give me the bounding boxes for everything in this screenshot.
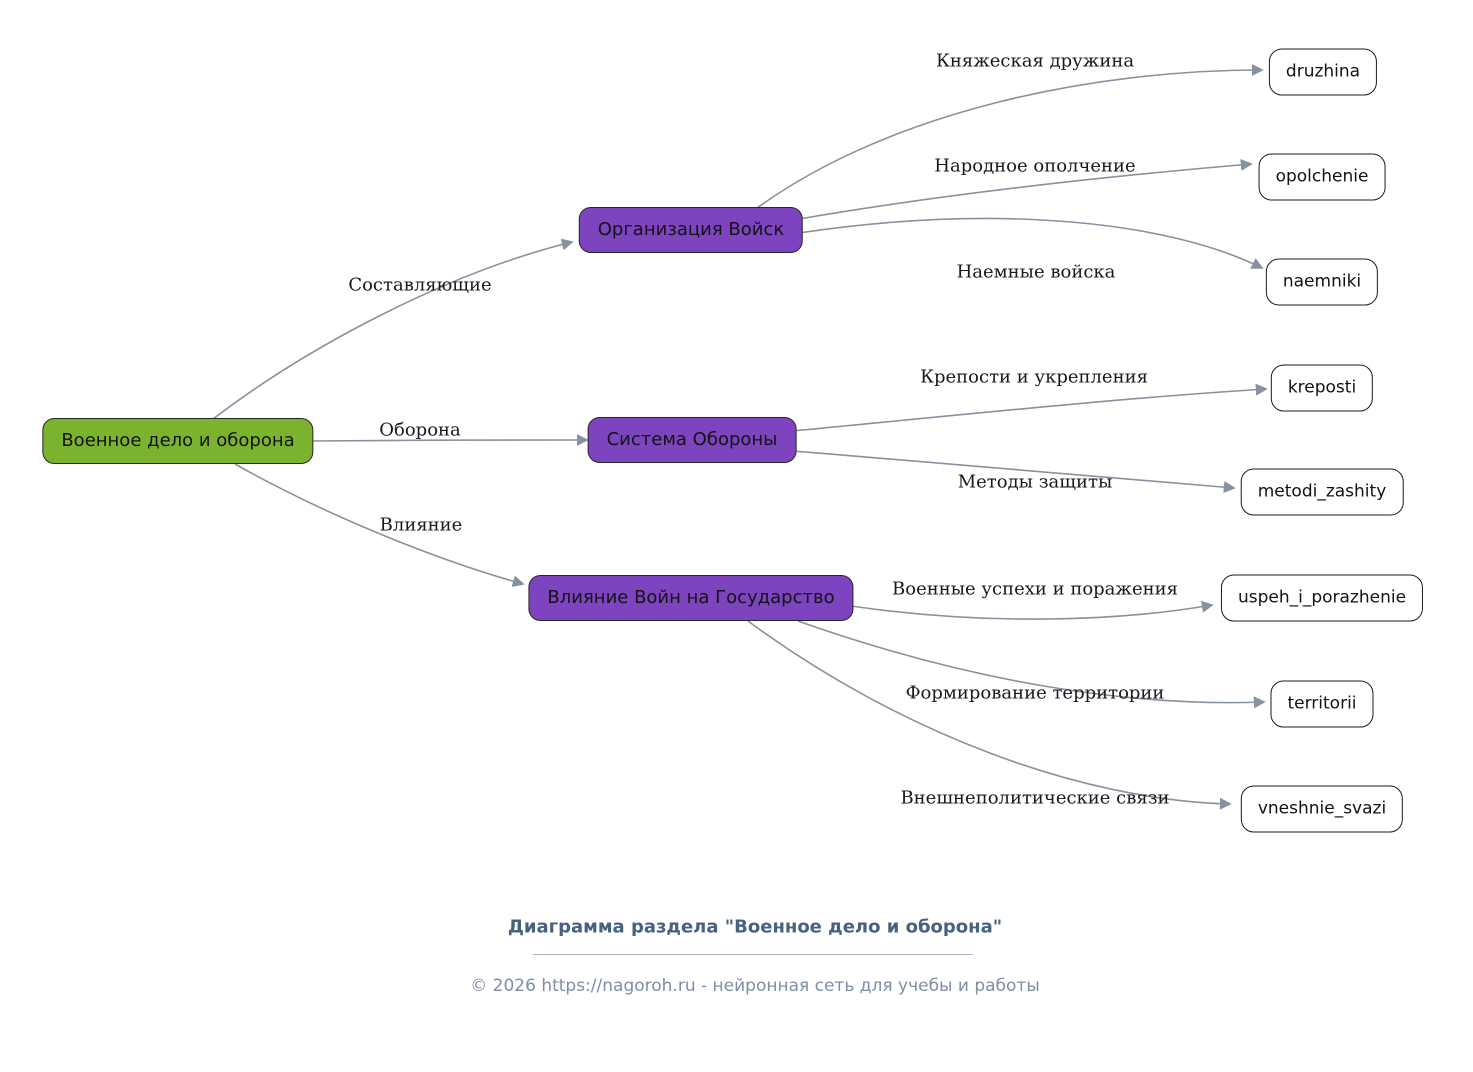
edge-label-naemnye-voyska: Наемные войска — [956, 261, 1116, 283]
edge-sys-to-metodi — [791, 450, 1236, 494]
node-organizatsiya-voysk: Организация Войск — [578, 207, 804, 253]
edge-label-formirovanie-territorii: Формирование территории — [905, 682, 1165, 704]
footer-divider — [533, 954, 973, 955]
edge-root-to-sistema — [309, 434, 589, 447]
node-druzhina: druzhina — [1268, 48, 1378, 96]
node-opolchenie: opolchenie — [1258, 153, 1386, 201]
node-uspeh-i-porazhenie: uspeh_i_porazhenie — [1220, 574, 1424, 622]
edge-sys-to-kreposti — [791, 383, 1268, 432]
node-vneshnie-svazi: vneshnie_svazi — [1240, 785, 1404, 833]
edge-root-to-vliyanie — [234, 463, 525, 588]
edge-org-to-naemniki — [798, 217, 1264, 269]
footer-title: Диаграмма раздела "Военное дело и оборон… — [507, 916, 1003, 938]
node-root-voennoe-delo: Военное дело и оборона — [42, 418, 314, 464]
footer-copyright: © 2026 https://nagoroh.ru - нейронная се… — [470, 976, 1040, 996]
node-metodi-zashity: metodi_zashity — [1240, 468, 1404, 516]
edge-org-to-opolchenie — [798, 158, 1253, 220]
edge-label-vliyanie: Влияние — [379, 514, 463, 536]
edge-label-vneshnepoliticheskie-svyazi: Внешнеполитические связи — [900, 787, 1170, 809]
edge-label-knyazheskaya-druzhina: Княжеская дружина — [935, 50, 1135, 72]
edge-vli-to-territorii — [797, 620, 1266, 709]
edge-label-voennye-uspehi: Военные успехи и поражения — [892, 578, 1178, 600]
node-territorii: territorii — [1270, 680, 1374, 728]
edge-org-to-druzhina — [756, 64, 1264, 209]
edge-vli-to-vneshnie — [747, 620, 1232, 810]
edge-label-narodnoe-opolchenie: Народное ополчение — [934, 155, 1136, 177]
edge-label-sostavlyayushchie: Составляющие — [348, 274, 492, 296]
node-kreposti: kreposti — [1270, 364, 1374, 412]
edge-root-to-organizatsiya — [212, 238, 574, 420]
edge-vli-to-uspeh — [850, 600, 1214, 620]
edge-label-metody-zashchity: Методы защиты — [957, 471, 1113, 493]
edge-label-kreposti-i-ukrepleniya: Крепости и укрепления — [920, 366, 1148, 388]
node-vliyanie-voyn: Влияние Войн на Государство — [528, 575, 854, 621]
node-sistema-oborony: Система Обороны — [587, 417, 797, 463]
node-naemniki: naemniki — [1265, 258, 1379, 306]
edge-label-oborona: Оборона — [379, 419, 461, 441]
